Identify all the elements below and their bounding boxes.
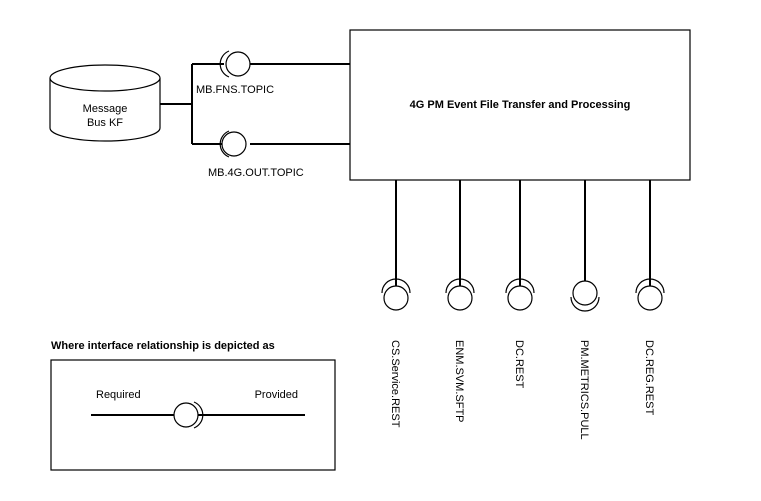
provided-ball-icon xyxy=(507,285,533,311)
required-socket-icon xyxy=(570,296,600,312)
required-socket-icon xyxy=(381,278,411,294)
message-bus-database: Message Bus KF xyxy=(49,64,161,142)
provided-ball-icon xyxy=(572,280,598,306)
interface-mb-4g-out-topic: MB.4G.OUT.TOPIC xyxy=(208,130,304,179)
interface-pm-metrics-pull: PM.METRICS.PULL xyxy=(570,180,600,440)
main-component-box: 4G PM Event File Transfer and Processing xyxy=(349,29,691,181)
provided-ball-icon xyxy=(221,131,247,157)
required-socket-icon xyxy=(445,278,475,294)
interface-label: ENM.SVM.SFTP xyxy=(453,340,465,423)
interface-label: CS.Service.REST xyxy=(389,340,401,428)
legend-socket-icon xyxy=(193,401,204,429)
provided-ball-icon xyxy=(383,285,409,311)
database-label-line1: Message xyxy=(83,103,128,115)
legend-provided-label: Provided xyxy=(255,389,298,401)
database-top xyxy=(49,64,161,92)
interface-dc-rest: DC.REST xyxy=(505,180,535,389)
provided-ball-icon xyxy=(447,285,473,311)
legend-heading: Where interface relationship is depicted… xyxy=(51,340,275,352)
legend-ball-icon xyxy=(173,402,199,428)
interface-mb-fns-topic: MB.FNS.TOPIC xyxy=(196,50,274,96)
interface-label: DC.REST xyxy=(513,340,525,389)
required-socket-icon xyxy=(505,278,535,294)
database-connectors xyxy=(160,63,350,145)
interface-dc-reg-rest: DC.REG.REST xyxy=(635,180,665,415)
provided-ball-icon xyxy=(225,51,251,77)
required-socket-icon xyxy=(219,130,230,158)
required-socket-icon xyxy=(219,50,230,78)
legend-required-label: Required xyxy=(96,389,141,401)
provided-ball-icon xyxy=(637,285,663,311)
main-component-title: 4G PM Event File Transfer and Processing xyxy=(410,99,631,111)
database-label-line2: Bus KF xyxy=(87,117,123,129)
interface-cs-service-rest: CS.Service.REST xyxy=(381,180,411,428)
interface-label: MB.4G.OUT.TOPIC xyxy=(208,167,304,179)
interface-enm-svm-sftp: ENM.SVM.SFTP xyxy=(445,180,475,423)
interface-label: PM.METRICS.PULL xyxy=(578,340,590,440)
legend: Where interface relationship is depicted… xyxy=(50,340,336,471)
interface-label: DC.REG.REST xyxy=(643,340,655,415)
interface-label: MB.FNS.TOPIC xyxy=(196,84,274,96)
required-socket-icon xyxy=(635,278,665,294)
database-body xyxy=(49,78,161,142)
